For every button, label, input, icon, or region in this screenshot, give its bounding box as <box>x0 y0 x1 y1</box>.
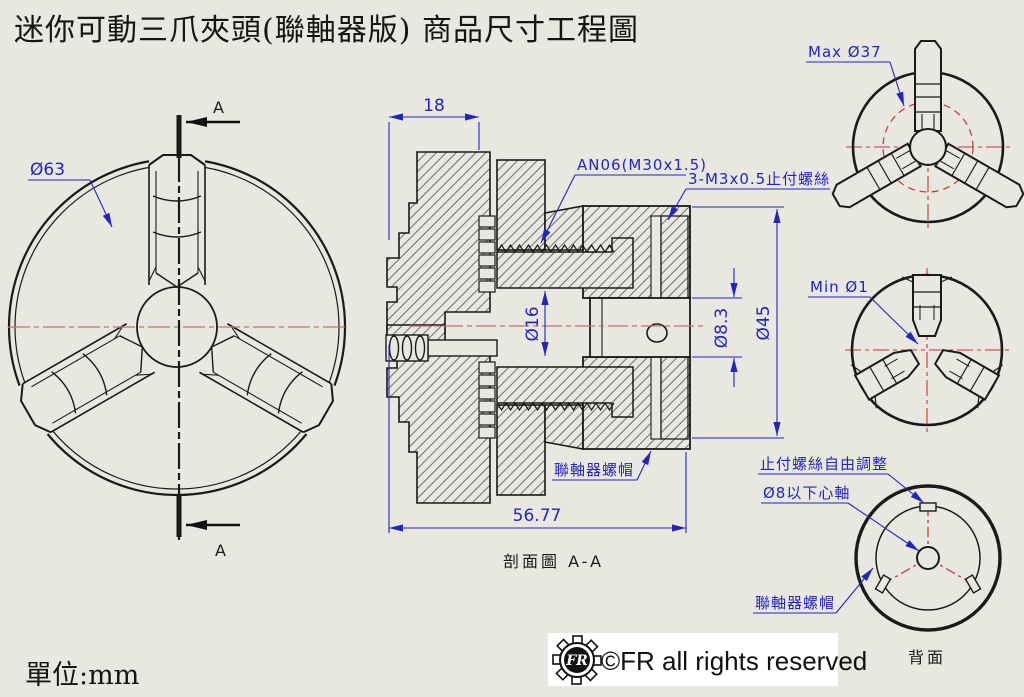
leader-arrow <box>540 174 576 244</box>
front-view: A A Ø63 <box>7 98 348 560</box>
shaft-cross-hole <box>646 323 668 343</box>
section-letter-bottom: A <box>215 541 229 560</box>
jaw <box>901 274 953 337</box>
center-hole <box>916 546 940 570</box>
coupling-nut-back-label: 聯軸器螺帽 <box>755 594 835 612</box>
upper-jaw-section <box>386 151 491 334</box>
leader-arrow <box>889 61 905 107</box>
max-annotation: Max Ø37 <box>806 43 905 107</box>
jaw-slot <box>148 153 206 290</box>
dim-45-text: Ø45 <box>754 305 774 340</box>
hub-circle <box>909 128 947 166</box>
set-screw-slot-lower <box>650 356 662 440</box>
coupling-nut-back-annotation: 聯軸器螺帽 <box>753 567 874 614</box>
min-label: Min Ø1 <box>810 278 869 296</box>
spindle-label: Ø8以下心軸 <box>763 484 850 502</box>
units-label: 單位:mm <box>25 660 139 691</box>
gear-hub <box>564 647 590 673</box>
copyright-box: FR ©FR all rights reserved <box>548 633 867 686</box>
upper-rack-teeth <box>478 215 496 293</box>
section-view: 18 Ø16 Ø8.3 Ø45 56.77 AN06(M30x1.5) <box>385 96 830 571</box>
section-letter-top: A <box>213 98 227 117</box>
diameter-63-text: Ø63 <box>30 160 65 180</box>
leader-arrow <box>636 450 652 481</box>
dim-8-3-text: Ø8.3 <box>712 308 732 348</box>
copyright-text: ©FR all rights reserved <box>601 646 867 676</box>
section-caption: 剖面圖 A-A <box>503 552 604 571</box>
dim-56-77 <box>388 345 687 533</box>
dim-56-77-text: 56.77 <box>513 506 562 526</box>
jaw-slot <box>12 320 160 439</box>
thread-annotation: AN06(M30x1.5) <box>540 156 707 244</box>
set-screw-slot-upper <box>650 215 662 299</box>
dim-45 <box>692 206 784 439</box>
min-annotation: Min Ø1 <box>808 278 919 345</box>
upper-thread-section <box>496 237 634 289</box>
extended-jaws <box>828 40 1024 213</box>
dim-18 <box>388 113 480 240</box>
jaw <box>848 334 929 411</box>
set-screw-adjust-annotation: 止付螺絲自由調整 <box>758 455 925 504</box>
leader-arrow <box>869 296 919 345</box>
dim-18-text: 18 <box>423 96 445 116</box>
thread-label: AN06(M30x1.5) <box>577 156 707 174</box>
set-screw-upper <box>660 215 689 299</box>
lower-rack-teeth <box>478 361 496 439</box>
upper-thread-zigzag <box>496 243 615 254</box>
jaw-slot <box>194 320 342 439</box>
diameter-63-annotation: Ø63 <box>28 160 113 228</box>
max-grip-circle <box>882 101 974 193</box>
outer-circle <box>854 484 1002 632</box>
set-screw-mark-top <box>919 502 937 512</box>
lower-body-section <box>496 404 546 496</box>
set-screw-adjust-label: 止付螺絲自由調整 <box>760 455 888 473</box>
set-screw-label: 3-M3x0.5止付螺絲 <box>688 170 830 188</box>
lower-thread-section <box>496 366 634 418</box>
jaw <box>925 334 1006 411</box>
lower-thread-zigzag <box>496 401 615 412</box>
set-screw-mark-right <box>964 574 982 594</box>
lower-chamfer-section <box>544 404 584 450</box>
max-label: Max Ø37 <box>808 43 882 61</box>
page-title: 迷你可動三爪夾頭(聯軸器版) 商品尺寸工程圖 <box>14 13 639 48</box>
gear-logo-icon: FR <box>552 635 602 685</box>
set-screw-annotation: 3-M3x0.5止付螺絲 <box>667 170 830 221</box>
spindle-shaft <box>589 297 691 358</box>
leader-arrow <box>835 567 874 614</box>
dim-16-text: Ø16 <box>523 306 543 341</box>
max-open-view: Max Ø37 <box>806 40 1024 228</box>
spindle-annotation: Ø8以下心軸 <box>761 484 920 552</box>
leader-arrow <box>847 502 920 552</box>
upper-chamfer-section <box>544 205 584 251</box>
coupling-nut-label: 聯軸器螺帽 <box>554 461 634 479</box>
coupling-nut-annotation: 聯軸器螺帽 <box>552 450 652 481</box>
back-view: 止付螺絲自由調整 Ø8以下心軸 聯軸器螺帽 背面 <box>753 455 1002 667</box>
upper-body-section <box>496 159 546 251</box>
leader-arrow <box>89 179 113 228</box>
leader-arrow <box>887 473 925 504</box>
logo-text: FR <box>565 653 588 669</box>
leader-arrow <box>667 188 687 221</box>
set-screw-mark-left <box>874 574 892 594</box>
dim-8-3 <box>692 268 742 387</box>
min-closed-view: Min Ø1 <box>808 268 1009 432</box>
jaw <box>914 40 942 132</box>
back-view-caption: 背面 <box>908 648 946 667</box>
set-screw-lower <box>660 356 689 440</box>
